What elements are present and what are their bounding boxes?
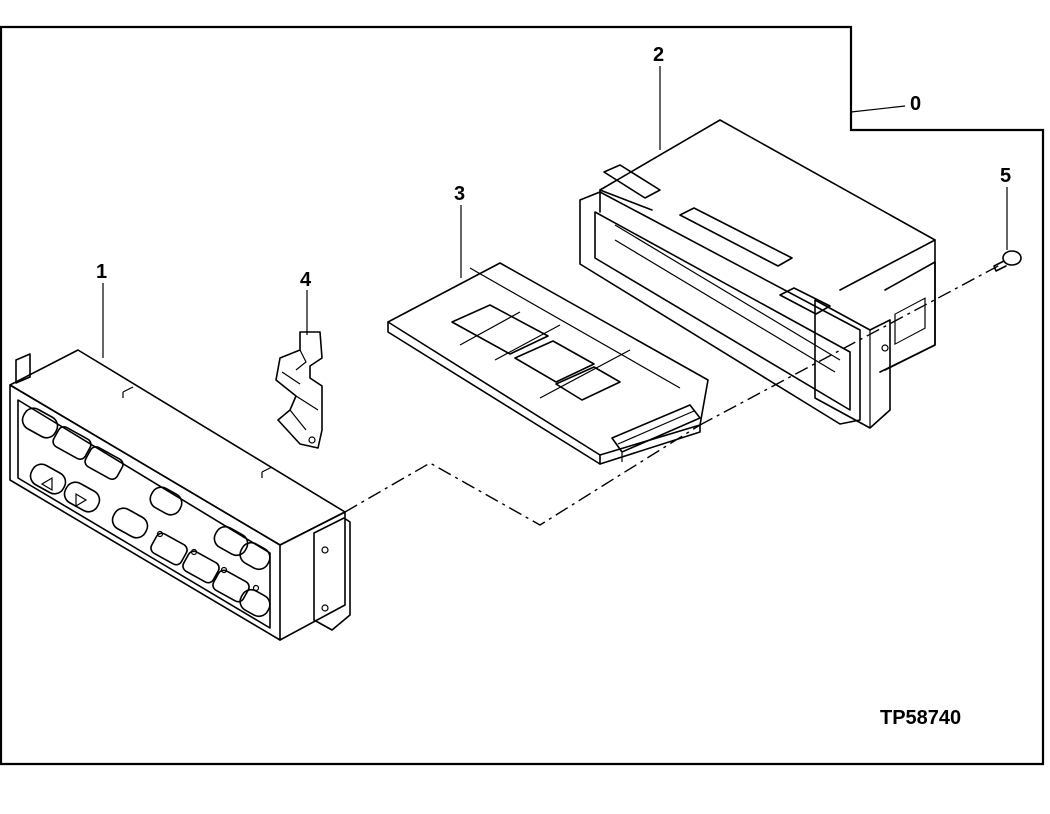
callout-2: 2 <box>653 44 664 66</box>
screw-part <box>993 250 1022 272</box>
callout-4: 4 <box>300 269 312 291</box>
callout-1: 1 <box>96 261 107 283</box>
bracket-part <box>275 331 323 449</box>
callout-0: 0 <box>910 93 921 115</box>
diagram-frame <box>0 25 1045 766</box>
figure-id: TP58740 <box>880 707 961 729</box>
assembly-centerline <box>344 264 1001 526</box>
circuit-board-part <box>387 262 709 465</box>
leader-line-0 <box>850 105 906 113</box>
callout-5: 5 <box>1000 165 1011 187</box>
callout-3: 3 <box>454 183 465 205</box>
control-panel-part <box>9 349 351 641</box>
housing-part <box>579 119 936 429</box>
